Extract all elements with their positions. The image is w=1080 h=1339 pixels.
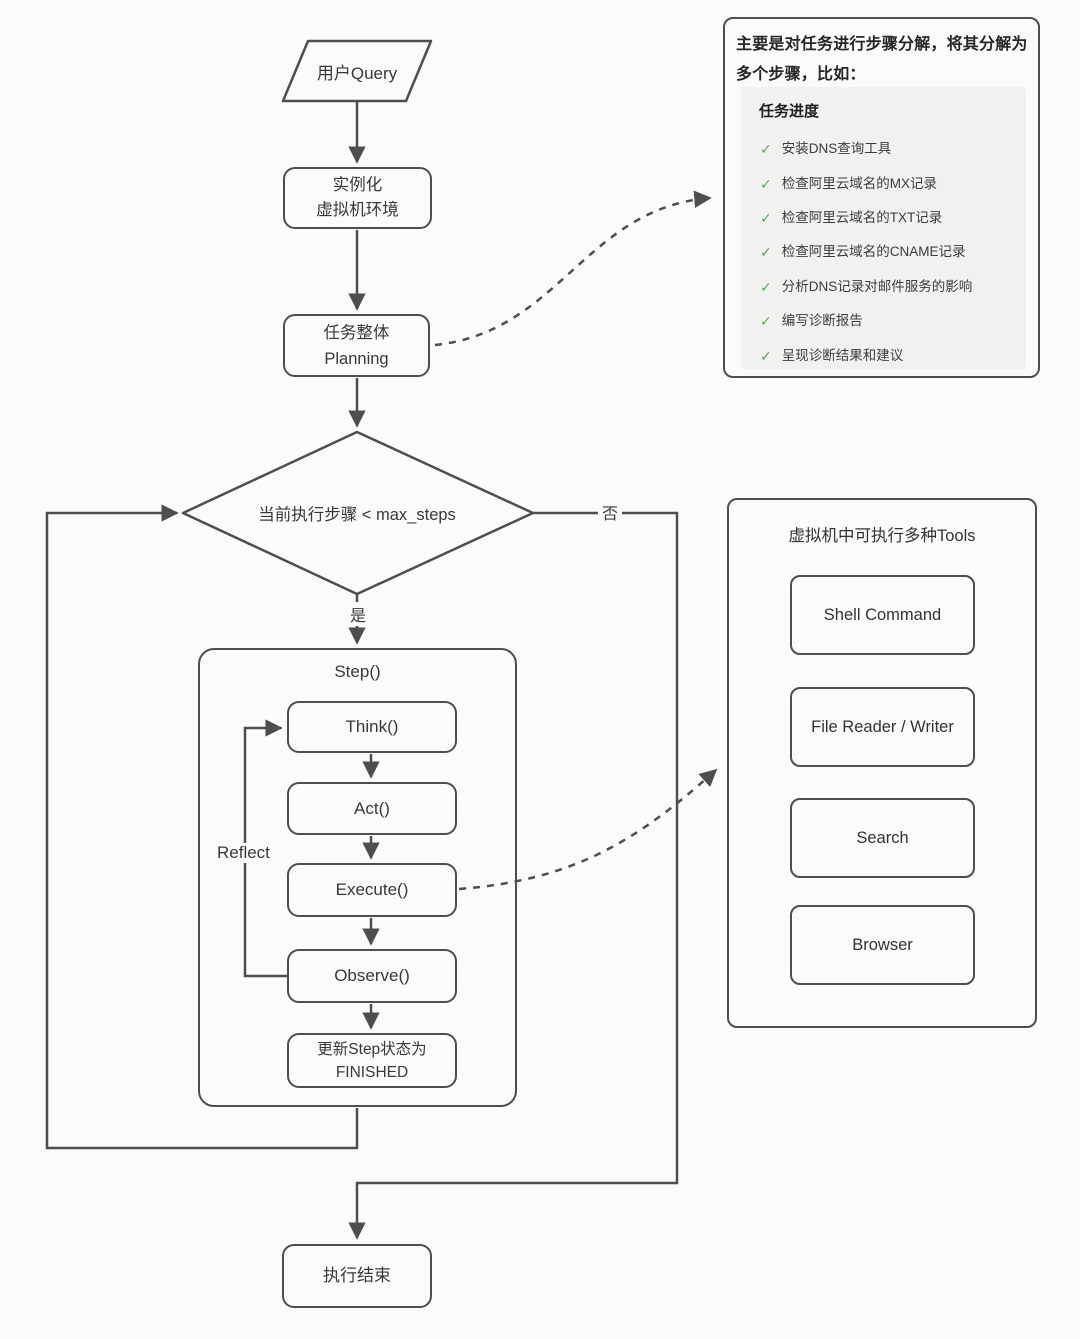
task-item-label: 安装DNS查询工具 <box>781 141 892 157</box>
node-update-line2: FINISHED <box>335 1063 409 1081</box>
node-planning-line2: Planning <box>324 349 389 368</box>
task-item: ✓ 分析DNS记录对邮件服务的影响 <box>757 270 1010 304</box>
node-act-label: Act() <box>354 798 390 818</box>
node-end: 执行结束 <box>282 1244 432 1308</box>
node-think-label: Think() <box>345 717 399 736</box>
task-item: ✓ 检查阿里云域名的CNAME记录 <box>757 235 1010 269</box>
user-query-parallelogram <box>281 39 433 103</box>
check-icon: ✓ <box>760 347 772 364</box>
task-item-label: 检查阿里云域名的MX记录 <box>781 175 937 191</box>
check-icon: ✓ <box>760 175 772 192</box>
tool-label: Search <box>856 829 909 847</box>
task-item: ✓ 检查阿里云域名的MX记录 <box>757 166 1010 200</box>
task-item: ✓ 检查阿里云域名的TXT记录 <box>757 201 1010 235</box>
node-observe-label: Observe() <box>334 966 410 985</box>
task-item: ✓ 呈现诊断结果和建议 <box>757 338 1010 372</box>
callout-intro-text: 主要是对任务进行步骤分解，将其分解为多个步骤，比如： <box>736 36 1028 83</box>
node-end-label: 执行结束 <box>323 1266 391 1285</box>
check-icon: ✓ <box>760 141 772 158</box>
node-observe: Observe() <box>287 949 457 1003</box>
tool-search: Search <box>790 798 975 878</box>
check-icon: ✓ <box>760 278 772 295</box>
branch-label-yes: 是 <box>346 602 371 626</box>
planning-callout: 主要是对任务进行步骤分解，将其分解为多个步骤，比如： 任务进度 ✓ 安装DNS查… <box>723 17 1040 378</box>
decision-label: 当前执行步骤 < max_steps <box>258 506 456 524</box>
node-planning-line1: 任务整体 <box>323 323 390 342</box>
dashed-execute-to-tools <box>458 768 718 891</box>
node-user-query-label: 用户Query <box>316 63 398 83</box>
node-update-line1: 更新Step状态为 <box>317 1040 427 1058</box>
decision-diamond <box>181 430 535 596</box>
check-icon: ✓ <box>760 244 772 261</box>
task-item-label: 分析DNS记录对邮件服务的影响 <box>781 278 973 294</box>
tools-panel-title: 虚拟机中可执行多种Tools <box>788 527 976 545</box>
node-execute-label: Execute() <box>335 880 409 899</box>
task-progress-title: 任务进度 <box>759 103 820 120</box>
task-item-label: 检查阿里云域名的TXT记录 <box>781 209 943 225</box>
node-planning: 任务整体 Planning <box>283 314 430 377</box>
tool-file-reader-writer: File Reader / Writer <box>790 687 975 767</box>
node-think: Think() <box>287 701 457 753</box>
branch-label-no: 否 <box>598 500 623 524</box>
task-item: ✓ 编写诊断报告 <box>757 304 1010 338</box>
task-item-label: 编写诊断报告 <box>781 313 863 329</box>
tool-browser: Browser <box>790 905 975 985</box>
tools-panel: 虚拟机中可执行多种Tools Shell Command File Reader… <box>727 498 1037 1028</box>
node-act: Act() <box>287 782 457 835</box>
decision-no-to-end-line <box>348 511 679 1240</box>
task-item: ✓ 安装DNS查询工具 <box>757 132 1010 166</box>
tool-label: Browser <box>852 936 913 954</box>
tool-label: File Reader / Writer <box>811 718 954 736</box>
reflect-label: Reflect <box>213 843 274 863</box>
node-execute: Execute() <box>287 863 457 917</box>
node-user-query: 用户Query <box>283 41 431 101</box>
node-update-status: 更新Step状态为 FINISHED <box>287 1033 457 1088</box>
node-instantiate-line2: 虚拟机环境 <box>316 201 399 219</box>
task-item-label: 检查阿里云域名的CNAME记录 <box>781 244 966 260</box>
step-container-title: Step() <box>334 662 381 681</box>
dashed-planning-to-callout <box>434 190 712 347</box>
tool-label: Shell Command <box>823 606 942 624</box>
step-container <box>198 648 517 1107</box>
task-item-label: 呈现诊断结果和建议 <box>781 347 904 363</box>
check-icon: ✓ <box>760 313 772 330</box>
node-instantiate-vm: 实例化 虚拟机环境 <box>283 167 432 229</box>
node-instantiate-line1: 实例化 <box>332 176 383 194</box>
check-icon: ✓ <box>760 209 772 226</box>
task-progress-panel: 任务进度 ✓ 安装DNS查询工具 ✓ 检查阿里云域名的MX记录 ✓ 检查阿里云域… <box>741 87 1026 369</box>
loop-back-to-decision-line <box>45 504 359 1150</box>
tool-shell-command: Shell Command <box>790 575 975 655</box>
